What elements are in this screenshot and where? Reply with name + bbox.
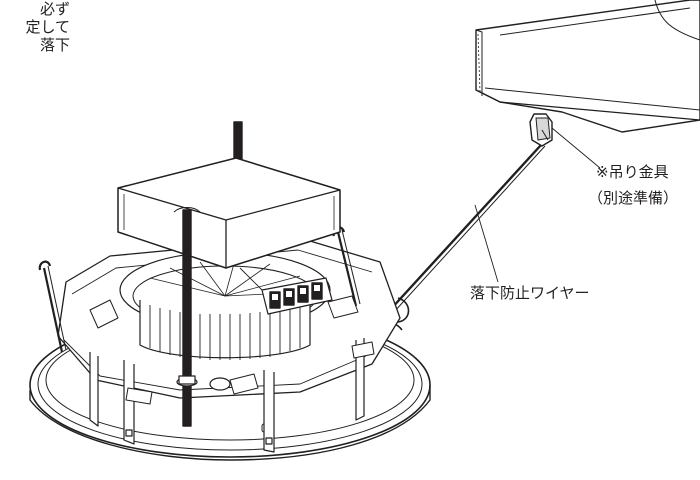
mounting-springs — [38, 226, 361, 353]
wire-leader-line — [474, 204, 499, 283]
safety-wire-label: 落下防止ワイヤー — [470, 284, 590, 302]
terminal-block — [239, 267, 333, 315]
ceiling-beam — [475, 0, 700, 133]
hanging-bracket-label-line-1: ※吊り金具 — [596, 163, 669, 181]
side-brackets — [89, 338, 365, 453]
bracket-leader-line — [551, 127, 601, 169]
side-note-line-3: 落下 — [39, 36, 70, 54]
safety-wire — [371, 144, 546, 331]
hanging-bracket-label-line-2: （別途準備） — [588, 189, 679, 207]
center-hanging-bolt — [173, 207, 231, 427]
side-note-line-1: 必ず — [39, 0, 70, 18]
hardware-plates — [89, 295, 375, 405]
side-note-fragment: 必ず 定して 落下 — [0, 0, 70, 54]
side-note-line-2: 定して — [25, 18, 70, 36]
power-supply-box — [117, 157, 341, 269]
hanging-bracket — [529, 113, 553, 147]
